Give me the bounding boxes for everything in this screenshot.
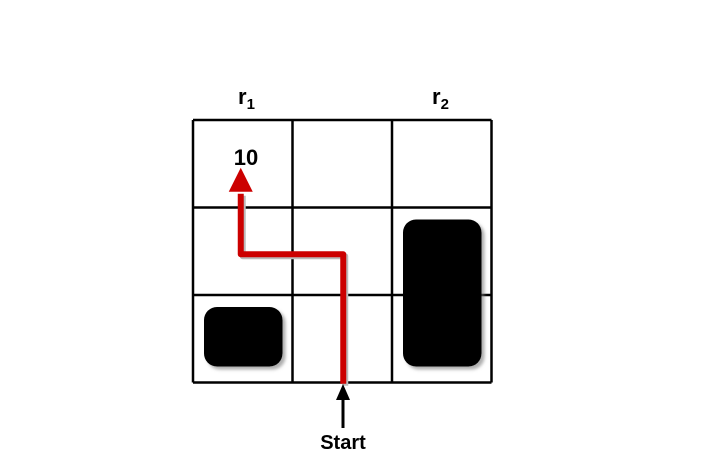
start-arrow-icon xyxy=(336,384,350,428)
column-label-r1: r1 xyxy=(238,84,255,113)
path-arrowhead-icon xyxy=(228,167,253,192)
robot-path xyxy=(228,167,349,386)
reward-value: 10 xyxy=(234,145,258,170)
obstacle-tall xyxy=(403,219,482,367)
column-label-r2: r2 xyxy=(432,84,449,113)
path-line xyxy=(237,193,347,384)
obstacle-small xyxy=(204,307,283,367)
obstacles xyxy=(204,219,482,367)
start-label: Start xyxy=(320,432,366,453)
